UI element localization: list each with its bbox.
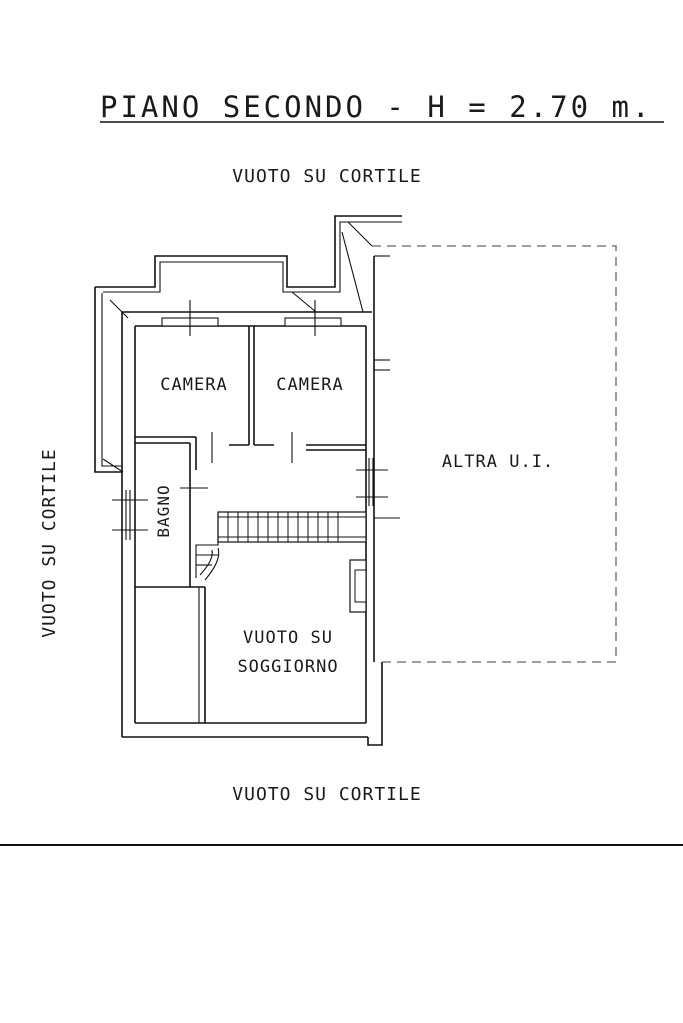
plan-title: PIANO SECONDO - H = 2.70 m. <box>100 90 652 124</box>
label-top-courtyard: VUOTO SU CORTILE <box>232 166 421 187</box>
fireplace <box>349 559 367 613</box>
interior-walls <box>135 326 366 723</box>
room-label-soggiorno-line2: SOGGIORNO <box>237 657 338 677</box>
window-camera-2 <box>284 300 342 336</box>
room-label-camera-1: CAMERA <box>160 375 227 395</box>
room-label-soggiorno-line1: VUOTO SU <box>243 628 333 648</box>
label-altra-ui: ALTRA U.I. <box>442 452 554 472</box>
window-camera-1 <box>161 300 219 336</box>
staircase <box>195 511 367 581</box>
room-label-bagno: BAGNO <box>154 484 173 537</box>
window-bagno <box>112 490 148 540</box>
other-unit-outline <box>372 245 617 663</box>
window-right <box>356 458 400 519</box>
label-bottom-courtyard: VUOTO SU CORTILE <box>232 784 421 805</box>
label-left-courtyard: VUOTO SU CORTILE <box>39 448 60 637</box>
room-label-camera-2: CAMERA <box>276 375 343 395</box>
